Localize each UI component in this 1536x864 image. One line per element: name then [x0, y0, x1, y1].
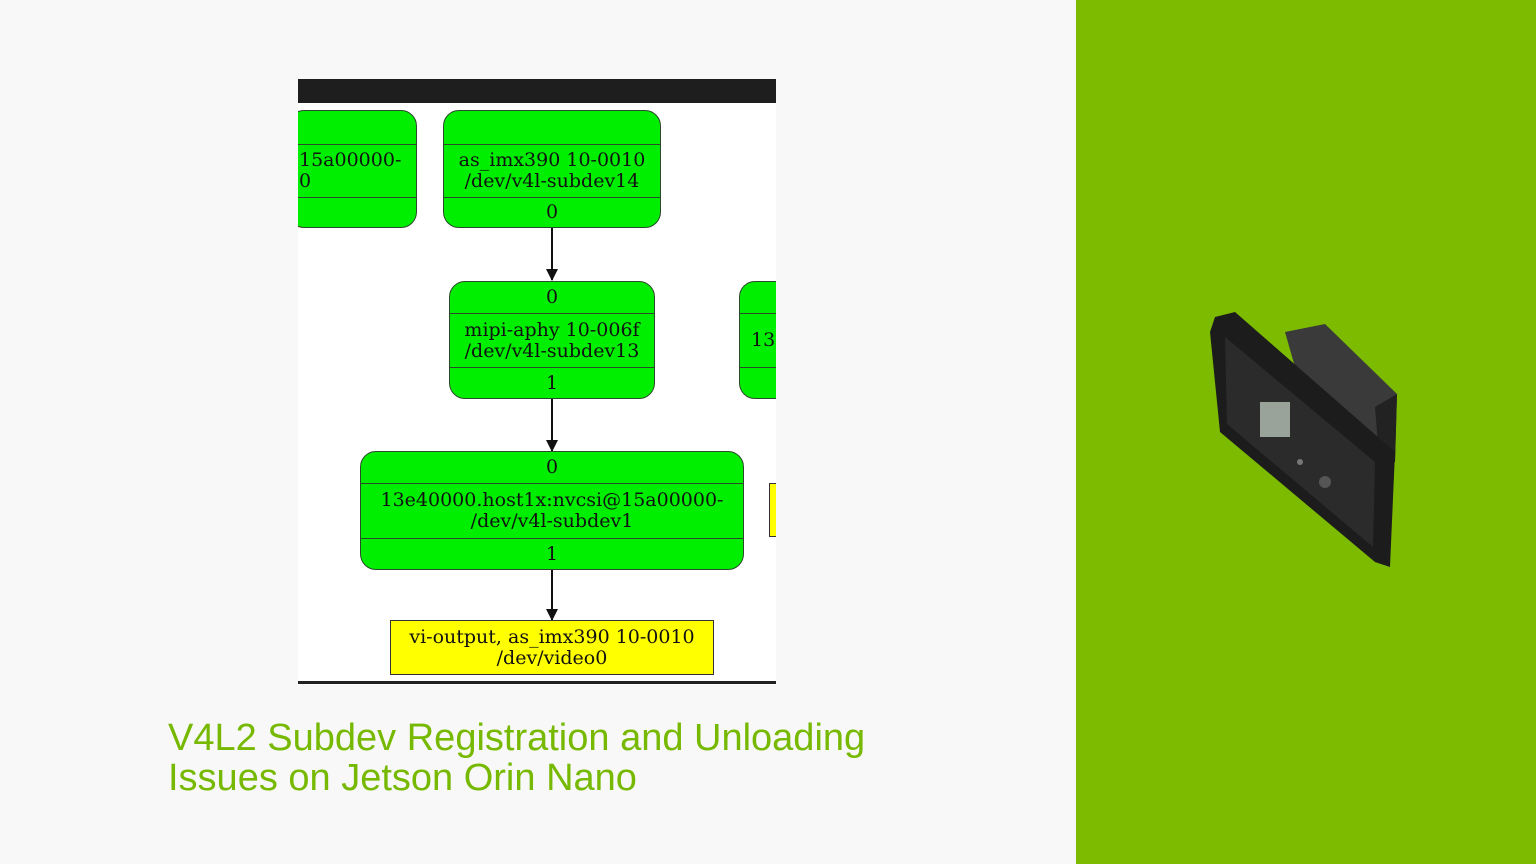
node-partial-left: 15a00000-0: [298, 110, 417, 228]
title-line-2: Issues on Jetson Orin Nano: [168, 757, 637, 799]
node-line: vi-output, as_imx390 10-0010: [409, 625, 695, 648]
node-mipi-aphy: 0 mipi-aphy 10-006f/dev/v4l-subdev13 1: [449, 281, 655, 399]
node-line: /dev/v4l-subdev1: [470, 510, 634, 532]
node-as-imx390: as_imx390 10-0010/dev/v4l-subdev14 0: [443, 110, 661, 228]
pad-label: 1: [545, 371, 559, 394]
node-line: as_imx390 10-0010: [458, 149, 646, 171]
node-line: /dev/v4l-subdev14: [464, 170, 640, 192]
node-partial-right: 13: [739, 281, 776, 399]
node-nvcsi: 0 13e40000.host1x:nvcsi@15a00000-/dev/v4…: [360, 451, 744, 570]
node-line: /dev/v4l-subdev13: [464, 339, 640, 362]
node-vi-output: vi-output, as_imx390 10-0010 /dev/video0: [390, 620, 714, 675]
media-graph-diagram: 15a00000-0 as_imx390 10-0010/dev/v4l-sub…: [298, 79, 776, 685]
node-line: mipi-aphy 10-006f: [464, 318, 640, 341]
slide-title: V4L2 Subdev Registration and Unloading I…: [168, 718, 865, 798]
jetson-orin-nano-device-icon: [1210, 312, 1397, 567]
edge-arrow: [546, 399, 558, 452]
pad-label: 0: [545, 456, 559, 478]
edge-arrow: [546, 570, 558, 621]
node-line: 13e40000.host1x:nvcsi@15a00000-: [380, 489, 724, 511]
edge-arrow: [546, 228, 558, 281]
diagram-bottom-line: [298, 681, 776, 684]
title-line-1: V4L2 Subdev Registration and Unloading: [168, 717, 866, 759]
node-line: 13: [751, 329, 776, 351]
node-line: 15a00000-: [299, 149, 402, 171]
node-line: /dev/video0: [496, 646, 608, 669]
node-partial-yellow: [769, 483, 776, 537]
diagram-top-bar: [298, 79, 776, 103]
pad-label: 1: [545, 542, 559, 565]
pad-label: 0: [545, 286, 559, 308]
node-line: 0: [299, 170, 312, 192]
pad-label: 0: [545, 201, 559, 223]
